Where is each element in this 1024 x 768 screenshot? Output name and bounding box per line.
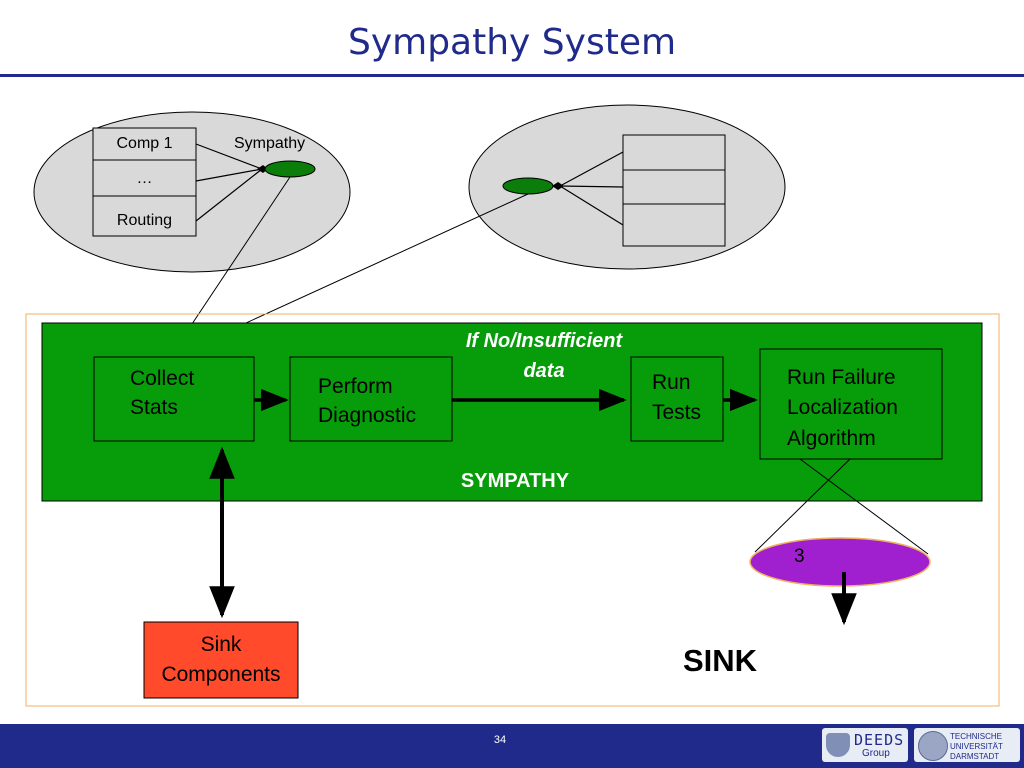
collect-stats-line2: Stats xyxy=(130,396,178,419)
collect-stats-line1: Collect xyxy=(130,367,195,390)
localization-line1: Run Failure xyxy=(787,366,896,389)
diagram xyxy=(25,104,1000,707)
deeds-logo-subtext: Group xyxy=(862,748,890,759)
right-sympathy-node xyxy=(502,177,554,195)
sympathy-node-label: Sympathy xyxy=(234,135,306,152)
deeds-logo-text: DEEDS xyxy=(854,731,905,749)
diagnostic-line1: Perform xyxy=(318,375,393,398)
tu-darmstadt-logo: TECHNISCHE UNIVERSITÄT DARMSTADT xyxy=(914,728,1020,762)
tu-logo-line3: DARMSTADT xyxy=(950,752,1000,761)
sink-components-line1: Sink xyxy=(200,633,242,656)
perform-diagnostic-box xyxy=(289,356,453,442)
tu-logo-line1: TECHNISCHE xyxy=(950,732,1003,741)
diagnostic-line2: Diagnostic xyxy=(318,404,417,427)
localization-box xyxy=(759,348,943,460)
comp1-label: Comp 1 xyxy=(116,135,173,152)
collect-stats-box xyxy=(93,356,255,442)
tu-logo-line2: UNIVERSITÄT xyxy=(950,742,1003,751)
run-tests-line1: Run xyxy=(652,371,691,394)
left-component-stack xyxy=(92,127,197,237)
sink-label: SINK xyxy=(683,643,758,678)
sympathy-box-label: SYMPATHY xyxy=(460,470,570,492)
slide-title: Sympathy System xyxy=(347,22,677,63)
left-sympathy-node xyxy=(264,160,316,178)
run-tests-box xyxy=(630,356,724,442)
sink-frame xyxy=(25,313,1000,707)
title-underline xyxy=(0,74,1024,77)
page-number: 34 xyxy=(493,734,507,746)
footer-bar: 34 DEEDS Group TECHNISCHE UNIVERSITÄT DA… xyxy=(0,724,1024,768)
routing-label: Routing xyxy=(116,212,173,229)
sink-components-box xyxy=(143,621,299,699)
shield-icon xyxy=(826,733,850,757)
condition-label-line2: data xyxy=(523,360,565,382)
localization-line2: Localization xyxy=(787,396,898,419)
university-seal-icon xyxy=(918,731,948,761)
sink-components-line2: Components xyxy=(161,663,281,686)
deeds-logo: DEEDS Group xyxy=(822,728,908,762)
localization-line3: Algorithm xyxy=(787,427,876,450)
condition-label-line1: If No/Insufficient xyxy=(465,330,623,352)
sink-node xyxy=(749,537,931,587)
right-component-stack xyxy=(622,134,726,247)
run-tests-line2: Tests xyxy=(652,401,702,424)
sink-node-value: 3 xyxy=(794,546,805,567)
ellipsis-label: … xyxy=(136,170,153,187)
